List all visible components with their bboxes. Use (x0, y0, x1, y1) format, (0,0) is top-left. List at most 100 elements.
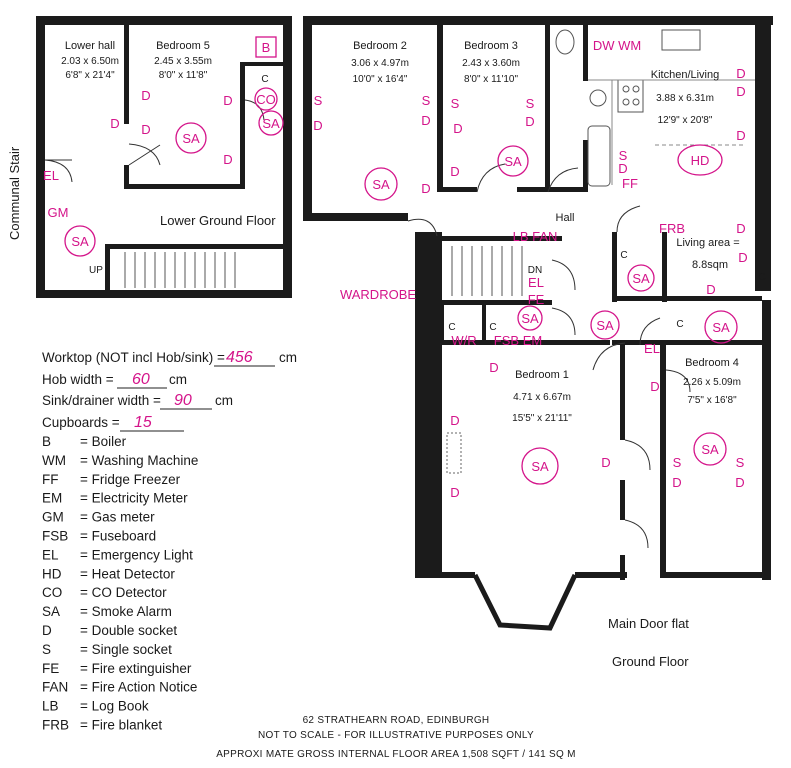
sink-label: Sink/drainer width = (42, 393, 161, 408)
single-socket-marker: S (736, 455, 745, 470)
legend-description: = Fridge Freezer (80, 472, 181, 487)
floor-area-text: APPROXI MATE GROSS INTERNAL FLOOR AREA 1… (216, 749, 576, 760)
cupboard-label: C (448, 322, 455, 333)
double-socket-marker: D (650, 379, 659, 394)
communal-stair-label: Communal Stair (7, 146, 22, 240)
double-socket-marker: D (141, 122, 150, 137)
smoke-alarm-circle (497, 145, 529, 177)
ground-floor-walls (303, 16, 773, 631)
footer: 62 STRATHEARN ROAD, EDINBURGH NOT TO SCA… (216, 715, 576, 760)
room-labels: Lower hall 2.03 x 6.50m 6'8" x 21'4" Bed… (7, 40, 766, 669)
stair-down-label: DN (528, 265, 542, 276)
legend-code: FAN (42, 680, 68, 695)
lower-ground-walls (36, 16, 292, 298)
sa-marker: SA (531, 459, 549, 474)
sink-value: 90 (174, 392, 192, 409)
hob-label: Hob width = (42, 372, 114, 387)
double-socket-marker: D (223, 152, 232, 167)
cupboard-label: C (261, 74, 268, 85)
fuseboard-electricity-meter-marker: FSB EM (494, 333, 542, 348)
double-socket-marker: D (736, 221, 745, 236)
legend-code: CO (42, 585, 62, 600)
hob-value: 60 (132, 371, 150, 388)
legend-code: WM (42, 453, 66, 468)
legend-code: EL (42, 547, 59, 562)
double-socket-marker: D (421, 113, 430, 128)
cupboard-label: C (620, 250, 627, 261)
bedroom3-name: Bedroom 3 (464, 40, 518, 52)
heat-detector-circle (677, 144, 723, 176)
double-socket-marker: D (736, 66, 745, 81)
bedroom2-metric: 3.06 x 4.97m (351, 58, 409, 69)
address-text: 62 STRATHEARN ROAD, EDINBURGH (303, 715, 490, 726)
legend-code: D (42, 623, 52, 638)
smoke-alarm-circle (521, 447, 559, 485)
sink-unit: cm (215, 393, 233, 408)
legend-code: FE (42, 661, 59, 676)
single-socket-marker: S (673, 455, 682, 470)
double-socket-marker: D (672, 475, 681, 490)
lower-hall-imperial: 6'8" x 21'4" (65, 70, 115, 81)
double-socket-marker: D (525, 114, 534, 129)
sa-marker: SA (504, 154, 522, 169)
sa-marker: SA (701, 442, 719, 457)
single-socket-marker: S (619, 148, 628, 163)
worktop-label: Worktop (NOT incl Hob/sink) = (42, 350, 225, 365)
smoke-alarm-circle (704, 310, 738, 344)
el-marker: EL (528, 275, 544, 290)
cupboard-label: C (676, 319, 683, 330)
bedroom5-imperial: 8'0" x 11'8" (159, 70, 208, 81)
dishwasher-washing-machine-marker: DW WM (593, 38, 641, 53)
fire-extinguisher-marker: FE (528, 292, 545, 307)
single-socket-marker: S (314, 93, 323, 108)
single-socket-marker: S (451, 96, 460, 111)
single-socket-marker: S (422, 93, 431, 108)
lower-ground-floor-label: Lower Ground Floor (160, 213, 276, 228)
legend-description: = Heat Detector (80, 566, 175, 581)
kitchen-name: Kitchen/Living (651, 69, 720, 81)
legend-description: = Fire Action Notice (80, 680, 197, 695)
fire-blanket-marker: FRB (659, 221, 685, 236)
wardrobe-abbrev-marker: W/R (451, 333, 476, 348)
bedroom4-name: Bedroom 4 (685, 357, 739, 369)
smoke-alarm-circle (693, 432, 727, 466)
sa-marker: SA (632, 271, 650, 286)
bedroom1-metric: 4.71 x 6.67m (513, 392, 571, 403)
bedroom2-name: Bedroom 2 (353, 40, 407, 52)
sa-marker: SA (521, 311, 539, 326)
living-area-name: Living area = (676, 237, 739, 249)
cupboards-label: Cupboards = (42, 415, 120, 430)
bedroom1-name: Bedroom 1 (515, 369, 569, 381)
sa-marker: SA (712, 320, 730, 335)
hob-unit: cm (169, 372, 187, 387)
legend-code: EM (42, 491, 62, 506)
main-door-flat-label: Main Door flat (608, 616, 689, 631)
sa-marker: SA (262, 116, 280, 131)
smoke-alarm-circle (175, 122, 207, 154)
legend-description: = Fuseboard (80, 529, 156, 544)
wardrobe-marker: WARDROBE (340, 287, 416, 302)
legend-description: = Emergency Light (80, 547, 193, 562)
legend-description: = Gas meter (80, 510, 155, 525)
legend-description: = Smoke Alarm (80, 604, 172, 619)
double-socket-marker: D (706, 282, 715, 297)
legend-description: = Single socket (80, 642, 172, 657)
single-socket-marker: S (526, 96, 535, 111)
double-socket-marker: D (421, 181, 430, 196)
gm-marker: GM (48, 205, 69, 220)
cupboard-label: C (758, 272, 765, 283)
double-socket-marker: D (223, 93, 232, 108)
bedroom2-imperial: 10'0" x 16'4" (353, 74, 408, 85)
smoke-alarm-circle (364, 167, 398, 201)
double-socket-marker: D (601, 455, 610, 470)
double-socket-marker: D (618, 161, 627, 176)
hd-marker: HD (691, 153, 710, 168)
double-socket-marker: D (313, 118, 322, 133)
double-socket-marker: D (450, 485, 459, 500)
double-socket-marker: D (453, 121, 462, 136)
smoke-alarm-circle (517, 305, 543, 331)
bedroom5-metric: 2.45 x 3.55m (154, 56, 212, 67)
worktop-unit: cm (279, 350, 297, 365)
